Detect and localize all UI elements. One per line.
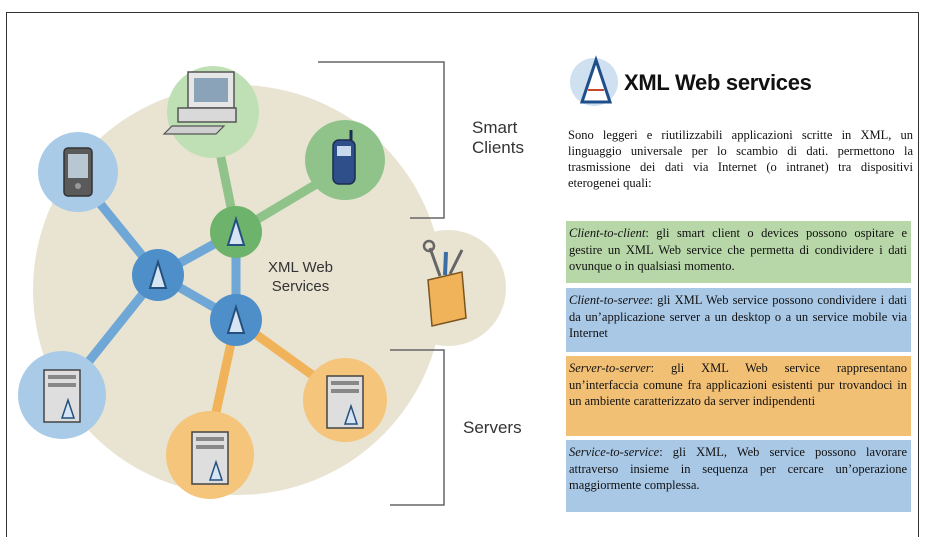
page-frame (6, 12, 919, 537)
smart-clients-bracket (318, 61, 445, 219)
item-client-to-servee: Client-to-servee: gli XML Web service po… (566, 288, 911, 352)
servers-bracket (390, 349, 445, 506)
item-service-to-service: Service-to-service: gli XML, Web service… (566, 440, 911, 512)
item-term: Service-to-service (569, 445, 660, 459)
hub-top (210, 206, 262, 258)
tools-box-icon (422, 239, 467, 327)
panel-intro: Sono leggeri e riutilizzabili applicazio… (568, 128, 913, 190)
hub-left (132, 249, 184, 301)
item-server-to-server: Server-to-server: gli XML Web service ra… (566, 356, 911, 436)
mobile-phone-icon (332, 130, 356, 185)
center-label-line1: XML Web (268, 259, 334, 276)
xml-web-services-logo-icon (570, 55, 618, 106)
smart-clients-label: Smart Clients (472, 118, 524, 158)
center-label: XML Web Services (268, 258, 333, 296)
item-text: : gli XML Web service possono condivider… (569, 293, 907, 340)
item-term: Client-to-servee (569, 293, 650, 307)
panel-title: XML Web services (624, 70, 812, 95)
hub-bottom (210, 294, 262, 346)
servers-label: Servers (463, 418, 522, 437)
item-term: Client-to-client (569, 226, 646, 240)
pda-icon (63, 147, 93, 197)
server-right-icon (326, 375, 364, 429)
desktop-computer-icon (162, 71, 237, 135)
server-left-icon (43, 369, 81, 423)
item-text: : gli XML Web service rappresentano un’i… (569, 361, 907, 408)
smart-clients-label-line1: Smart (472, 118, 518, 137)
item-text: : gli XML, Web service possono lavorare … (569, 445, 907, 492)
center-label-line2: Services (271, 278, 330, 295)
server-bottom-icon (191, 431, 229, 485)
item-text: : gli smart client o devices possono osp… (569, 226, 907, 273)
smart-clients-label-line2: Clients (472, 138, 524, 157)
item-term: Server-to-server (569, 361, 651, 375)
item-client-to-client: Client-to-client: gli smart client o dev… (566, 221, 911, 283)
